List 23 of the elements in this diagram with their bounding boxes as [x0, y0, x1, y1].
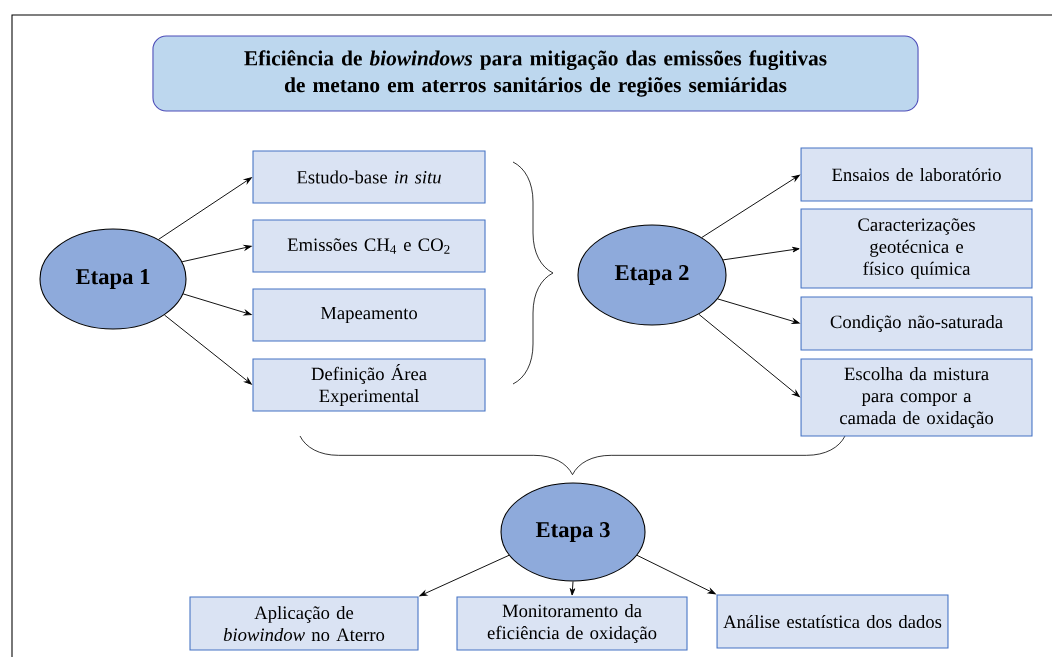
arrow — [182, 293, 252, 316]
process-box: Caracterizações geotécnica e físico química — [800, 208, 1033, 289]
process-box: Ensaios de laboratório — [800, 147, 1033, 202]
process-box: Mapeamento — [252, 288, 486, 342]
process-box: Emissões CH$_{4}$ e CO$_{2}$ — [252, 219, 486, 273]
process-box: Condição não-saturada — [800, 296, 1033, 351]
process-box: Aplicação de biowindow no Aterro — [189, 596, 419, 651]
arrow — [717, 298, 800, 324]
arrow — [158, 177, 252, 240]
arrow — [569, 581, 576, 596]
process-box: Monitoramento da eficiência de oxidação — [456, 596, 688, 651]
arrow — [701, 174, 800, 238]
process-box: Definição Área Experimental — [252, 358, 486, 412]
arrow — [722, 246, 800, 261]
arrow — [698, 313, 800, 398]
process-box: Análise estatística dos dados — [716, 594, 949, 649]
arrow — [181, 245, 252, 263]
process-box: Estudo-base in situ — [252, 150, 486, 204]
arrow — [419, 554, 510, 597]
arrow — [636, 554, 716, 595]
process-box: Escolha da mistura para compor a camada de oxidação — [800, 358, 1033, 437]
arrow — [164, 314, 252, 385]
title-box: Eficiência de biowindows para mitigação das emissões fugitivas de metano em aterros sanitários de regiões semiáridas — [152, 35, 919, 112]
